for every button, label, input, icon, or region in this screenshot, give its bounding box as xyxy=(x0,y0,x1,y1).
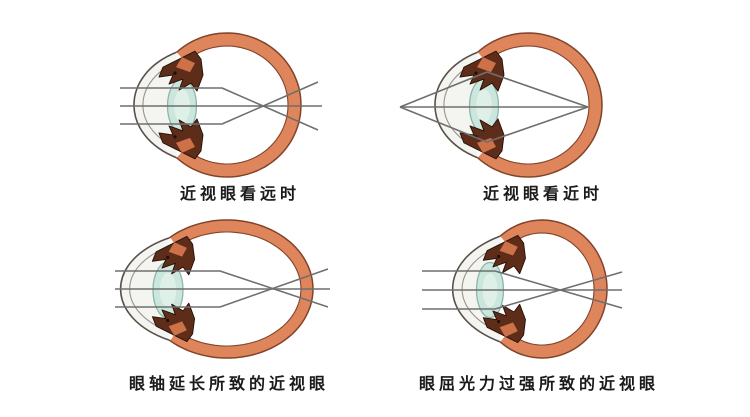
eye-excess-refractive-power-myopia xyxy=(422,219,623,359)
label-myopia-looking-far: 近视眼看远时 xyxy=(179,184,301,203)
ciliary-highlight xyxy=(499,241,518,256)
sclera xyxy=(176,32,302,178)
light-ray xyxy=(115,268,329,308)
ciliary-body xyxy=(158,118,204,160)
anterior-chamber xyxy=(133,52,177,158)
light-ray xyxy=(120,87,319,131)
light-ray xyxy=(422,270,623,309)
retina-inner-edge xyxy=(486,45,590,165)
sclera-outer-edge xyxy=(499,219,608,359)
sclera xyxy=(477,32,603,178)
eye-axial-elongation-myopia xyxy=(115,219,330,359)
ciliary-body xyxy=(151,302,196,343)
lens-highlight xyxy=(159,272,177,308)
light-ray xyxy=(120,81,319,125)
ciliary-highlight xyxy=(176,57,195,73)
ciliary-body xyxy=(158,50,204,92)
light-ray xyxy=(115,270,329,308)
ciliary-detail-dot xyxy=(474,71,478,75)
ciliary-highlight xyxy=(176,137,195,153)
ciliary-highlight xyxy=(477,57,496,73)
cornea xyxy=(133,51,177,159)
ciliary-detail-dot xyxy=(173,71,177,75)
sclera-outer-edge xyxy=(477,32,603,178)
eye-myopia-looking-near xyxy=(399,32,603,178)
label-myopia-looking-near: 近视眼看近时 xyxy=(482,184,604,203)
ciliary-highlight xyxy=(168,321,187,336)
light-ray xyxy=(399,71,589,108)
ciliary-body xyxy=(151,235,196,276)
sclera xyxy=(500,219,608,359)
ciliary-detail-dot xyxy=(173,135,177,139)
sclera-outer-edge xyxy=(176,32,302,178)
ciliary-body xyxy=(482,303,526,344)
ciliary-detail-dot xyxy=(497,254,501,259)
ciliary-highlight xyxy=(168,242,187,257)
light-ray xyxy=(422,271,623,310)
light-ray xyxy=(399,106,589,143)
ciliary-body xyxy=(459,118,505,160)
anterior-chamber xyxy=(434,52,478,158)
cornea xyxy=(451,235,501,343)
lens-highlight xyxy=(476,89,492,123)
label-axial-elongation-myopia: 眼轴延长所致的近视眼 xyxy=(128,374,330,393)
retina-inner-edge xyxy=(508,232,595,346)
label-excess-refractive-power-myopia: 眼屈光力过强所致的近视眼 xyxy=(418,374,660,393)
retina-inner-edge xyxy=(185,45,289,165)
ciliary-highlight xyxy=(477,137,496,153)
ciliary-body xyxy=(482,234,526,275)
ciliary-detail-dot xyxy=(497,319,501,324)
ciliary-detail-dot xyxy=(166,255,170,260)
cornea xyxy=(434,51,478,159)
ciliary-body xyxy=(459,50,505,92)
ciliary-highlight xyxy=(499,322,518,337)
ciliary-detail-dot xyxy=(166,318,170,323)
eye-myopia-looking-far xyxy=(120,32,322,178)
